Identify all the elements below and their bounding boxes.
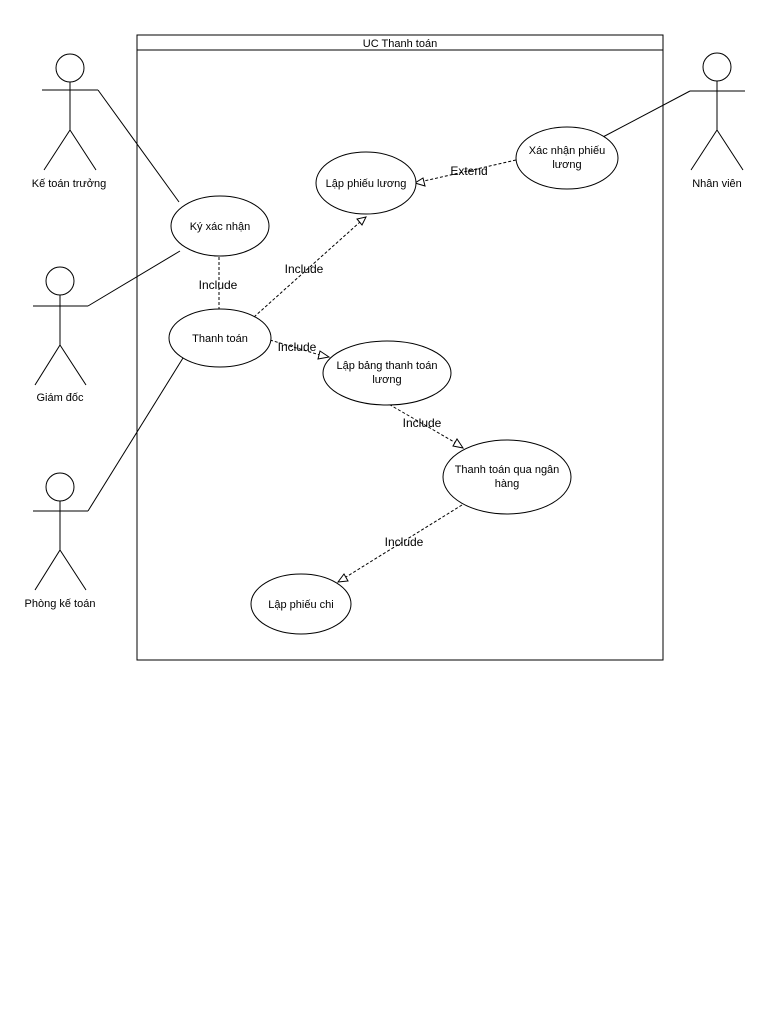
include-ngan-hang: Include	[384, 401, 465, 449]
include-phieu-chi: Include	[336, 504, 463, 583]
actor-figure-icon	[33, 472, 88, 591]
use-case-thanh-toan-qua-ngan-hang[interactable]: Thanh toán qua ngân hàng	[442, 439, 572, 515]
association-giam-doc	[87, 250, 181, 307]
use-case-lap-bang-thanh-toan-luong[interactable]: Lập bảng thanh toán lương	[322, 340, 452, 406]
use-case-label: Ký xác nhận	[190, 221, 251, 233]
use-case-lap-phieu-chi[interactable]: Lập phiếu chi	[250, 573, 352, 635]
actor-nhan-vien: Nhân viên	[690, 52, 745, 190]
actor-figure-icon	[42, 53, 98, 171]
arrowhead-icon	[356, 216, 367, 226]
actor-figure-icon	[690, 52, 745, 171]
use-case-label-line2: hàng	[495, 478, 519, 490]
extend-xac-nhan: Extend	[413, 159, 517, 187]
use-case-lap-phieu-luong[interactable]: Lập phiếu lương	[315, 151, 417, 215]
use-case-thanh-toan[interactable]: Thanh toán	[168, 308, 272, 368]
actor-label: Phòng kế toán	[25, 598, 96, 610]
use-case-label-line1: Xác nhận phiếu	[529, 145, 605, 157]
use-case-label-line2: lương	[552, 159, 581, 171]
actor-ke-toan-truong: Kế toán trưởng	[32, 53, 107, 190]
arrowhead-icon	[336, 573, 349, 583]
relation-label: Include	[285, 262, 324, 276]
use-case-ky-xac-nhan[interactable]: Ký xác nhận	[170, 195, 270, 257]
actor-label: Giám đốc	[36, 392, 84, 404]
actor-label: Kế toán trưởng	[32, 178, 107, 190]
use-case-xac-nhan-phieu-luong[interactable]: Xác nhận phiếu lương	[515, 126, 619, 190]
association-nhan-vien	[600, 90, 691, 139]
actor-giam-doc: Giám đốc	[33, 266, 88, 404]
system-title: UC Thanh toán	[363, 38, 437, 50]
use-case-label: Lập phiếu chi	[268, 599, 333, 611]
use-case-label-line2: lương	[372, 374, 401, 386]
relation-label: Include	[199, 278, 238, 292]
use-case-label-line1: Thanh toán qua ngân	[455, 464, 560, 476]
system-frame	[136, 34, 664, 661]
use-case-label: Thanh toán	[192, 333, 248, 345]
associations	[87, 89, 691, 512]
actor-figure-icon	[33, 266, 88, 386]
include-lap-phieu-luong: Include	[253, 216, 367, 318]
arrowhead-icon	[413, 177, 426, 187]
relation-label: Include	[403, 416, 442, 430]
include-lap-bang: Include	[269, 339, 331, 360]
arrowhead-icon	[452, 438, 465, 449]
relation-label: Extend	[450, 164, 487, 178]
actor-label: Nhân viên	[692, 178, 742, 190]
use-case-label-line1: Lập bảng thanh toán	[337, 360, 438, 372]
use-case-label: Lập phiếu lương	[326, 178, 407, 190]
arrowhead-icon	[317, 350, 331, 360]
system-boundary: UC Thanh toán	[136, 34, 664, 661]
association-ke-toan-truong	[97, 89, 180, 203]
actor-phong-ke-toan: Phòng kế toán	[25, 472, 96, 610]
relation-label: Include	[278, 340, 317, 354]
association-phong-ke-toan	[87, 357, 184, 512]
relation-label: Include	[385, 535, 424, 549]
